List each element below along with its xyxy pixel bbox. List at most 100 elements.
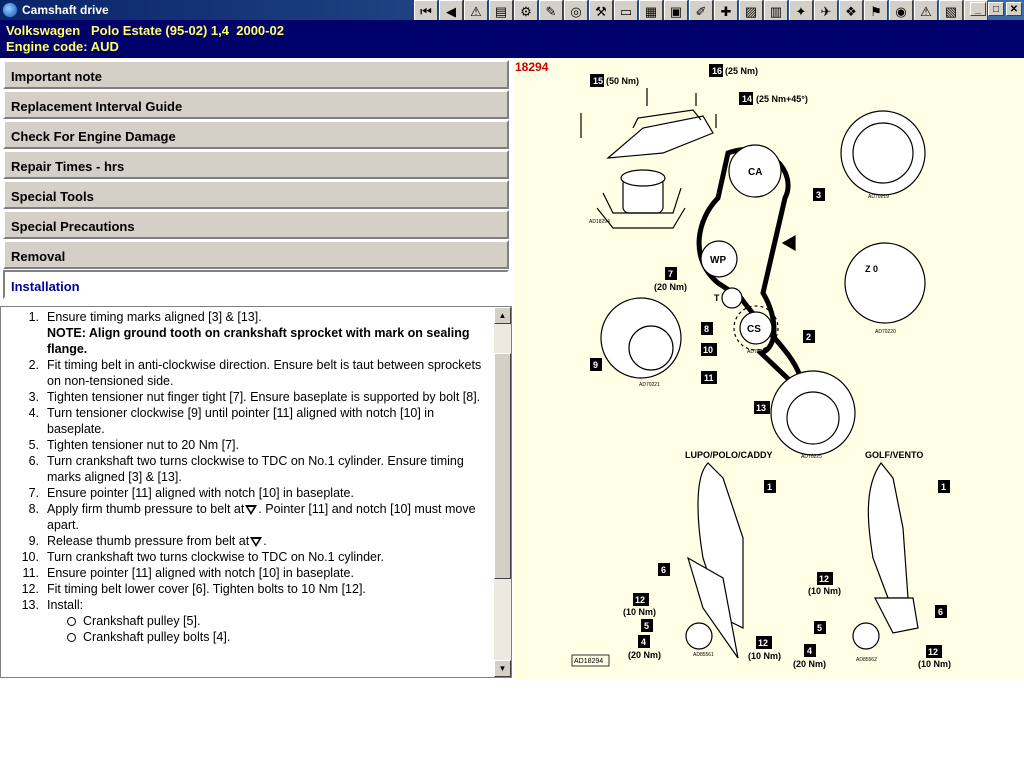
window-controls: _ □ ✕ — [970, 2, 1022, 16]
menu-item-check-for-engine-damage[interactable]: Check For Engine Damage — [3, 120, 509, 149]
svg-text:5: 5 — [644, 621, 649, 631]
tool-18-icon: ⚠ — [920, 3, 932, 19]
code-h: AD85562 — [856, 657, 877, 663]
step-number: 7. — [28, 486, 39, 500]
tool-18-button[interactable]: ⚠ — [914, 0, 938, 22]
tool-12-button[interactable]: ▥ — [764, 0, 788, 22]
step-text-cont: . Pointer [11] and notch [10] must move … — [47, 502, 476, 532]
code-d: AD70217 — [747, 349, 768, 355]
instruction-step: 5.Tighten tensioner nut to 20 Nm [7]. — [1, 437, 493, 453]
menu-item-replacement-interval-guide[interactable]: Replacement Interval Guide — [3, 90, 509, 119]
code-e: AD70221 — [639, 382, 660, 388]
step-text: Ensure pointer [11] aligned with notch [… — [47, 486, 354, 500]
tool-2-icon: ⚙ — [520, 3, 532, 19]
menu-item-removal[interactable]: Removal — [3, 240, 509, 269]
menu-item-repair-times-hrs[interactable]: Repair Times - hrs — [3, 150, 509, 179]
lupo-label: LUPO/POLO/CADDY — [685, 450, 773, 460]
code-b: AD70219 — [868, 194, 889, 200]
torque-12d-label: (10 Nm) — [918, 659, 951, 669]
maximize-button[interactable]: □ — [988, 2, 1004, 16]
svg-text:5: 5 — [817, 623, 822, 633]
step-text: Install: — [47, 598, 84, 612]
step-note: NOTE: Align ground tooth on crankshaft s… — [47, 326, 470, 356]
tool-11-button[interactable]: ▨ — [739, 0, 763, 22]
tool-7-button[interactable]: ▦ — [639, 0, 663, 22]
svg-text:13: 13 — [756, 403, 766, 413]
instruction-step: 3.Tighten tensioner nut finger tight [7]… — [1, 389, 493, 405]
svg-text:6: 6 — [938, 607, 943, 617]
tool-16-icon: ⚑ — [870, 3, 882, 19]
menu-item-special-tools[interactable]: Special Tools — [3, 180, 509, 209]
step-number: 9. — [28, 534, 39, 548]
step-number: 5. — [28, 438, 39, 452]
tool-4-button[interactable]: ◎ — [564, 0, 588, 22]
svg-text:12: 12 — [819, 574, 829, 584]
step-number: 10. — [21, 550, 39, 564]
close-button[interactable]: ✕ — [1006, 2, 1022, 16]
menu-item-important-note[interactable]: Important note — [3, 60, 509, 89]
step-number: 6. — [28, 454, 39, 468]
tool-3-button[interactable]: ✎ — [539, 0, 563, 22]
tool-19-button[interactable]: ▧ — [939, 0, 963, 22]
svg-text:8: 8 — [704, 324, 709, 334]
svg-text:11: 11 — [704, 373, 714, 383]
torque-12a-label: (10 Nm) — [623, 607, 656, 617]
svg-text:9: 9 — [593, 360, 598, 370]
vertical-scrollbar[interactable]: ▲ ▼ — [494, 307, 511, 677]
step-text: Fit timing belt lower cover [6]. Tighten… — [47, 582, 366, 596]
svg-text:12: 12 — [758, 638, 768, 648]
minimize-button[interactable]: _ — [970, 2, 986, 16]
step-number: 8. — [28, 502, 39, 516]
golf-label: GOLF/VENTO — [865, 450, 923, 460]
tool-9-button[interactable]: ✐ — [689, 0, 713, 22]
tool-14-button[interactable]: ✈ — [814, 0, 838, 22]
instruction-step: 7. Ensure pointer [11] aligned with notch… — [1, 485, 493, 501]
svg-text:3: 3 — [816, 190, 821, 200]
tool-11-icon: ▨ — [744, 3, 758, 19]
svg-text:1: 1 — [941, 482, 946, 492]
step-number: 1. — [28, 310, 39, 324]
back-button[interactable]: ◀ — [439, 0, 463, 22]
tool-12-icon: ▥ — [769, 3, 783, 19]
tool-17-button[interactable]: ◉ — [889, 0, 913, 22]
tool-15-button[interactable]: ❖ — [839, 0, 863, 22]
tool-6-button[interactable]: ▭ — [614, 0, 638, 22]
menu-item-installation[interactable]: Installation — [3, 270, 509, 299]
step-text: Apply firm thumb pressure to belt at — [47, 502, 245, 516]
scroll-up-button[interactable]: ▲ — [494, 307, 511, 324]
tool-16-button[interactable]: ⚑ — [864, 0, 888, 22]
first-page-button[interactable]: ⏮ — [414, 0, 438, 22]
tool-10-button[interactable]: ✚ — [714, 0, 738, 22]
warning-button[interactable]: ⚠ — [464, 0, 488, 22]
diagram-svg: 15 16 14 3 7 8 2 10 9 11 13 1 1 6 6 12 1… — [571, 64, 951, 669]
scroll-thumb[interactable] — [494, 353, 511, 579]
instruction-step: 12. Fit timing belt lower cover [6]. Tigh… — [1, 581, 493, 597]
cs-label: CS — [747, 324, 761, 335]
tool-5-button[interactable]: ⚒ — [589, 0, 613, 22]
scroll-down-button[interactable]: ▼ — [494, 660, 511, 677]
figure-number: 18294 — [515, 60, 549, 74]
torque-4b-label: (20 Nm) — [793, 659, 826, 669]
window-title: Camshaft drive — [22, 3, 109, 17]
instruction-step: 4.Turn tensioner clockwise [9] until poi… — [1, 405, 493, 437]
torque-15-label: (50 Nm) — [606, 76, 639, 86]
code-a: AD18294 — [589, 219, 610, 225]
tool-7-icon: ▦ — [644, 3, 658, 19]
vehicle-model: Volkswagen Polo Estate (95-02) 1,4 2000-… — [6, 23, 284, 38]
tool-8-button[interactable]: ▣ — [664, 0, 688, 22]
svg-text:6: 6 — [661, 565, 666, 575]
menu-item-special-precautions[interactable]: Special Precautions — [3, 210, 509, 239]
tool-1-button[interactable]: ▤ — [489, 0, 513, 22]
tool-4-icon: ◎ — [570, 3, 582, 19]
tool-2-button[interactable]: ⚙ — [514, 0, 538, 22]
tool-8-icon: ▣ — [669, 3, 683, 19]
svg-text:14: 14 — [742, 94, 752, 104]
first-page-icon: ⏮ — [420, 3, 432, 19]
torque-12c-label: (10 Nm) — [748, 651, 781, 661]
camshaft-drive-diagram: 15 16 14 3 7 8 2 10 9 11 13 1 1 6 6 12 1… — [513, 58, 1024, 680]
tool-13-button[interactable]: ✦ — [789, 0, 813, 22]
step-number: 3. — [28, 390, 39, 404]
step-number: 12. — [21, 582, 39, 596]
